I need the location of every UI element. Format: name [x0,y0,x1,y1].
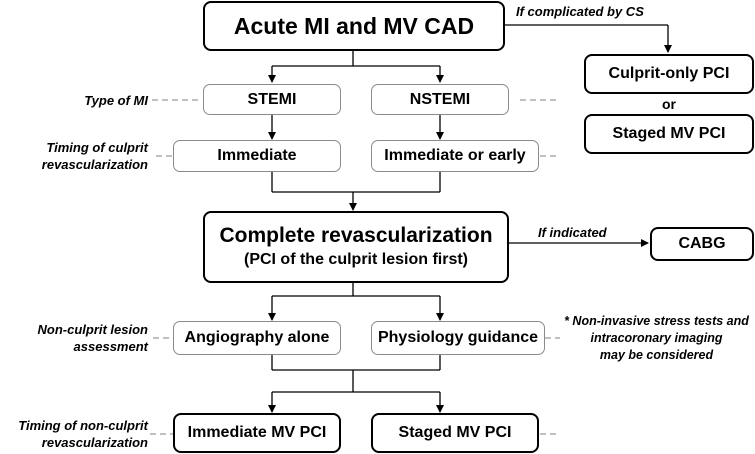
acute-mi-title: Acute MI and MV CAD [233,12,475,39]
cabg-box: CABG [650,227,754,261]
timing-culprit-label-line1: Timing of culprit [46,140,148,155]
type-of-mi-label: Type of MI [84,93,148,108]
stress-test-note-line3: may be considered [599,348,714,362]
staged-mv-pci-cs-label: Staged MV PCI [612,125,726,142]
physiology-guidance-label: Physiology guidance [377,329,539,346]
nonculprit-assessment-label-line1: Non-culprit lesion [37,322,149,337]
stemi-box: STEMI [203,84,341,115]
immediate-mv-pci-box: Immediate MV PCI [173,413,341,453]
nonculprit-assessment-label-line2: assessment [73,339,148,354]
angiography-alone-label: Angiography alone [184,329,330,346]
nstemi-label: NSTEMI [409,90,471,108]
timing-culprit-label: Timing of culprit revascularization [0,139,148,173]
culprit-only-pci-label: Culprit-only PCI [608,65,730,82]
cabg-label: CABG [678,235,726,252]
physiology-guidance-box: Physiology guidance [371,321,545,355]
stress-test-note-line1: * Non-invasive stress tests and [564,314,749,328]
nstemi-box: NSTEMI [371,84,509,115]
stemi-label: STEMI [247,90,297,108]
immediate-box: Immediate [173,140,341,172]
immediate-or-early-box: Immediate or early [371,140,539,172]
cs-branch-label: If complicated by CS [516,4,644,19]
timing-nonculprit-label-line2: revascularization [41,435,148,450]
immediate-label: Immediate [217,147,297,164]
timing-culprit-label-line2: revascularization [41,157,148,172]
or-label: or [662,96,676,112]
nonculprit-assessment-label: Non-culprit lesion assessment [0,321,149,355]
staged-mv-pci-box: Staged MV PCI [371,413,539,453]
immediate-or-early-label: Immediate or early [384,147,526,164]
immediate-mv-pci-label: Immediate MV PCI [187,424,327,441]
timing-nonculprit-label: Timing of non-culprit revascularization [0,417,148,451]
culprit-only-pci-box: Culprit-only PCI [584,54,754,94]
cabg-branch-label: If indicated [538,225,607,240]
stress-test-note-line2: intracoronary imaging [590,331,723,345]
angiography-alone-box: Angiography alone [173,321,341,355]
complete-revascularization-subtitle: (PCI of the culprit lesion first) [243,251,468,268]
complete-revascularization-box: Complete revascularization (PCI of the c… [203,211,509,283]
timing-nonculprit-label-line1: Timing of non-culprit [18,418,148,433]
stress-test-note: * Non-invasive stress tests and intracor… [558,313,755,364]
staged-mv-pci-cs-box: Staged MV PCI [584,114,754,154]
complete-revascularization-title: Complete revascularization [219,224,493,247]
flow-arrows [268,24,672,413]
acute-mi-box: Acute MI and MV CAD [203,1,505,51]
staged-mv-pci-label: Staged MV PCI [398,424,512,441]
